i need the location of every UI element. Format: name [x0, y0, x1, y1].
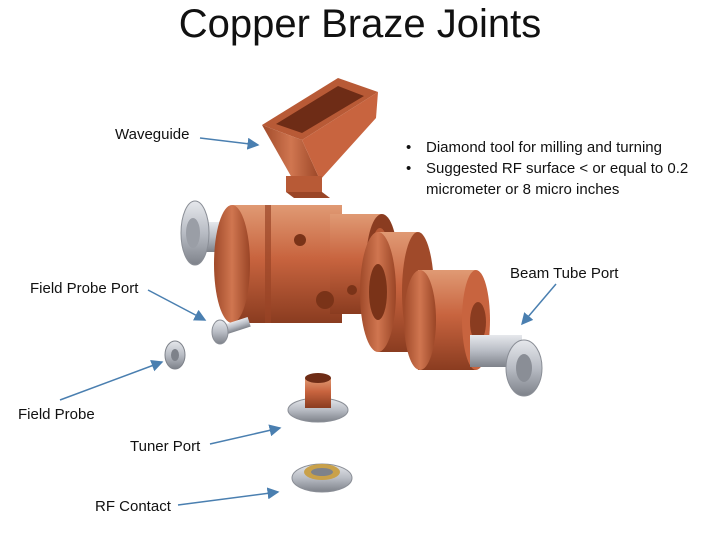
right-beam-tube-port: [470, 335, 543, 397]
end-cap: [404, 270, 490, 370]
rf-contact-arrow: [177, 487, 280, 506]
field-probe-port-part: [211, 316, 251, 345]
field-probe-port-label: Field Probe Port: [30, 280, 139, 297]
field-probe-port-arrow: [147, 289, 207, 321]
field-probe-label: Field Probe: [18, 406, 95, 423]
field-probe-part: [164, 340, 186, 370]
tuner-port-arrow: [209, 424, 282, 445]
waveguide-part: [262, 78, 378, 198]
tuner-port-part: [287, 373, 349, 423]
tuner-port-label: Tuner Port: [130, 438, 201, 455]
notes-list: Diamond tool for milling and turning Sug…: [404, 137, 714, 200]
slide-title: Copper Braze Joints: [178, 2, 542, 46]
rf-contact-label: RF Contact: [95, 498, 171, 515]
note-item: Diamond tool for milling and turning: [404, 137, 714, 158]
waveguide-arrow: [199, 137, 260, 150]
field-probe-arrow: [59, 360, 164, 401]
rf-contact-part: [291, 463, 353, 493]
waveguide-label: Waveguide: [115, 126, 190, 143]
beam-tube-port-arrow: [521, 283, 557, 326]
note-item: Suggested RF surface < or equal to 0.2 m…: [404, 158, 714, 200]
beam-tube-port-label: Beam Tube Port: [510, 265, 619, 282]
